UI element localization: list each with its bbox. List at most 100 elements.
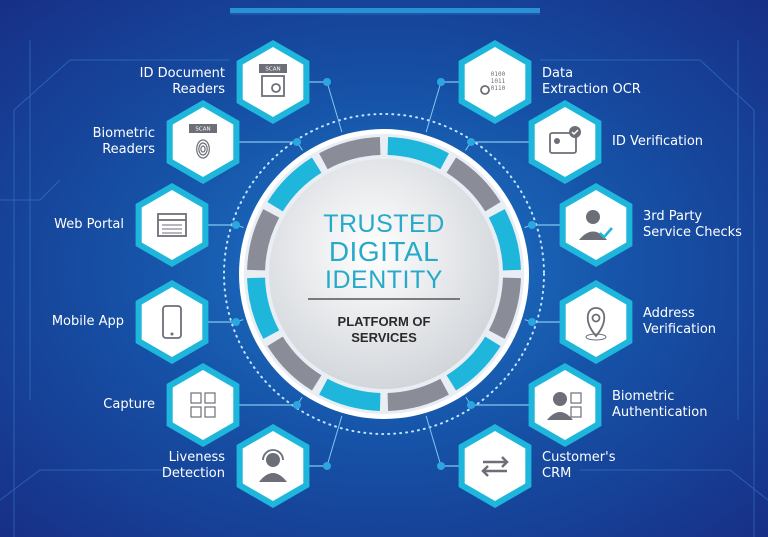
phone-body	[162, 305, 182, 339]
ring-segment	[247, 209, 280, 271]
service-node	[236, 415, 343, 508]
arrow-left	[481, 465, 507, 477]
service-node	[465, 363, 602, 447]
service-label: Mobile App	[51, 314, 124, 329]
ring-segment	[267, 336, 322, 391]
service-label: Address Verification	[643, 306, 717, 337]
exchange-arrows-icon	[481, 456, 509, 477]
person-check-icon	[579, 210, 613, 240]
connector-line	[425, 81, 442, 133]
id-card-check-icon	[549, 126, 581, 154]
hexagon	[141, 287, 203, 357]
service-label: Web Portal	[54, 217, 124, 232]
hexagon	[565, 190, 627, 260]
top-accent-bar	[230, 8, 540, 13]
connector-dot	[437, 462, 445, 470]
ring-segment	[446, 157, 501, 212]
connector-dot	[323, 462, 331, 470]
ring-segment	[387, 378, 449, 411]
globe	[269, 159, 499, 389]
ring-segment	[446, 336, 501, 391]
binary-row: 0100	[491, 71, 506, 78]
connector-line	[326, 415, 343, 467]
location-pin-icon	[585, 307, 607, 341]
circuit-lines	[0, 13, 768, 537]
hexagon	[242, 47, 304, 117]
id-card	[549, 132, 577, 154]
scan-text: SCAN	[195, 127, 210, 133]
service-node	[166, 363, 303, 447]
circuit-line	[0, 179, 61, 201]
service-label: Capture	[103, 397, 155, 412]
check-mark	[571, 129, 579, 136]
hexagon	[172, 107, 234, 177]
service-label: Data Extraction OCR	[542, 66, 641, 97]
ring-segments	[247, 137, 521, 411]
reader-body	[261, 75, 285, 97]
ring-segment	[387, 137, 449, 170]
service-label: Biometric Authentication	[612, 389, 708, 420]
hexagon	[172, 370, 234, 440]
service-label: ID Document Readers	[139, 66, 225, 97]
hexagon	[464, 431, 526, 501]
capture-cell	[204, 392, 216, 404]
pin-base	[585, 333, 607, 341]
ring-segment	[247, 277, 280, 339]
capture-cell	[204, 406, 216, 418]
pin	[586, 307, 606, 338]
circuit-line	[540, 59, 755, 537]
ring-segment	[267, 157, 322, 212]
face-recognition-icon	[547, 392, 582, 420]
scan-label-bg	[189, 124, 217, 133]
home-button	[170, 332, 174, 336]
service-node	[135, 280, 244, 364]
center-title-line: IDENTITY	[325, 266, 443, 294]
capture-cell	[190, 406, 202, 418]
connector-dot	[232, 318, 240, 326]
connector-dot	[528, 318, 536, 326]
circuit-line	[0, 469, 200, 501]
browser-window-icon	[157, 213, 187, 237]
service-node	[425, 415, 532, 508]
shoulders	[259, 473, 287, 482]
connector-dot	[437, 78, 445, 86]
hexagon	[534, 107, 596, 177]
globe-mark	[271, 83, 281, 93]
connector-line	[326, 81, 343, 133]
service-node	[524, 280, 633, 364]
ring-segment	[488, 209, 521, 271]
center-title: TRUSTED DIGITAL IDENTITY	[284, 211, 484, 293]
connector-dot	[293, 138, 301, 146]
capture-grid-icon	[190, 392, 216, 418]
binary-row: 1011	[491, 78, 506, 85]
face-scan-frame	[570, 392, 582, 404]
circuit-line	[580, 469, 768, 501]
scan-text: SCAN	[265, 67, 280, 73]
fingerprint-scanner-icon: SCAN	[189, 124, 217, 159]
connector-dot	[467, 138, 475, 146]
connector-dot	[528, 221, 536, 229]
hexagon	[464, 47, 526, 117]
center-title-line: TRUSTED	[323, 210, 445, 238]
scan-label-bg	[259, 64, 287, 73]
fingerprint-frame	[570, 406, 582, 418]
head	[266, 453, 280, 467]
center-title-line: DIGITAL	[328, 236, 440, 267]
connector-line	[425, 415, 442, 467]
magnifier	[480, 85, 490, 95]
center-subtitle: PLATFORM OF SERVICES	[337, 314, 431, 345]
dotted-orbit	[223, 113, 545, 435]
fingerprint-ridge	[196, 139, 210, 159]
ring-segment	[488, 277, 521, 339]
head	[553, 392, 567, 406]
fingerprint-ridge	[200, 145, 206, 153]
card-photo	[554, 138, 560, 144]
service-label: ID Verification	[612, 134, 704, 149]
service-label: 3rd Party Service Checks	[643, 209, 742, 240]
person-headset-icon	[259, 449, 287, 482]
connector-dot	[467, 401, 475, 409]
window-frame	[157, 213, 187, 237]
